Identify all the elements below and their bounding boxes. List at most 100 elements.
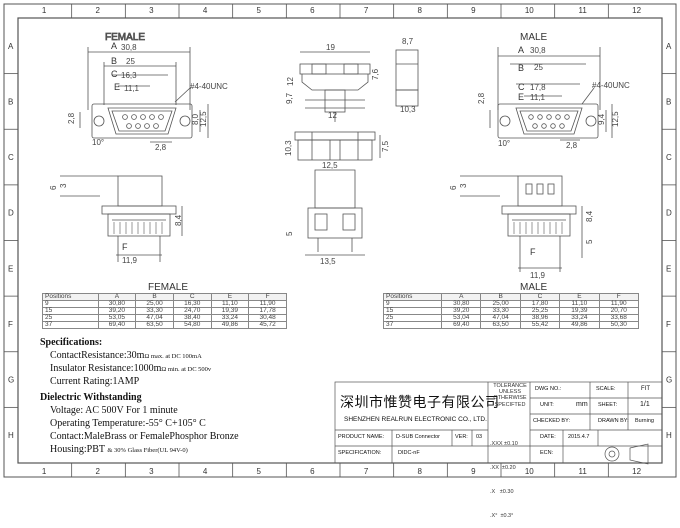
date-value: 2015.4.7 <box>568 434 590 440</box>
dim-10-3: 10,3 <box>400 105 416 114</box>
dim-b-label: B <box>111 56 117 66</box>
male-dim-3: 3 <box>459 183 468 188</box>
male-dim-5: 5 <box>585 239 594 244</box>
dim-b-value: 25 <box>126 57 135 66</box>
bottom-col-label: 5 <box>257 467 262 476</box>
dim-13-5: 13,5 <box>320 257 336 266</box>
dim-c-label: C <box>111 69 118 79</box>
table-cell: 45,72 <box>248 321 287 329</box>
top-col-label: 9 <box>471 6 476 15</box>
right-row-label: G <box>666 376 672 385</box>
dim-12: 12 <box>286 77 295 86</box>
right-row-label: A <box>666 42 672 51</box>
left-row-label: E <box>8 264 13 273</box>
top-col-label: 6 <box>310 6 315 15</box>
male-dim-e-value: 11,1 <box>530 93 546 102</box>
male-dim-2-8: 2,8 <box>477 92 486 104</box>
ver-label: VER: <box>455 434 468 440</box>
top-col-label: 10 <box>525 6 534 15</box>
tolerance-note: TOLERANCE UNLESS OTHERWISE SPECIFTED <box>493 383 527 408</box>
dim-19: 19 <box>326 43 335 52</box>
top-col-label: 8 <box>418 6 423 15</box>
male-dim-f-label: F <box>530 247 536 257</box>
dim-7-6: 7,6 <box>371 68 380 80</box>
dim-angle: 10° <box>92 138 104 147</box>
male-dim-2-8-b: 2,8 <box>566 141 578 150</box>
male-dim-c-label: C <box>518 82 525 92</box>
ver-value: 03 <box>476 434 483 440</box>
bottom-col-label: 3 <box>149 467 154 476</box>
top-col-label: 2 <box>96 6 101 15</box>
spec-contact-resistance: ContactResistance:30mΩ max. at DC 100mA <box>50 350 202 361</box>
dim-9-7: 9,7 <box>285 92 294 104</box>
top-col-label: 3 <box>149 6 154 15</box>
company-name-cn: 深圳市惟赞电子有限公司 <box>340 395 500 411</box>
unit-value: mm <box>576 401 588 408</box>
dim-10-3-b: 10,3 <box>284 140 293 156</box>
spec-title: Specifications: <box>40 337 103 348</box>
dwg-no-label: DWG NO.: <box>535 386 562 392</box>
sheet-value: 1/1 <box>640 401 650 408</box>
spec-temperature: Operating Temperature:-55° C+105° C <box>50 418 206 429</box>
left-row-label: A <box>8 42 14 51</box>
male-dim-angle: 10° <box>498 139 510 148</box>
left-row-label: H <box>8 431 14 440</box>
table-cell: 69,40 <box>441 321 482 329</box>
table-cell: Positions <box>382 293 443 301</box>
product-name-label: PRODUCT NAME: <box>338 434 385 440</box>
male-dim-e-label: E <box>518 92 524 102</box>
right-row-label: F <box>666 320 671 329</box>
bottom-col-label: 9 <box>471 467 476 476</box>
right-row-label: C <box>666 153 672 162</box>
male-dim-b-label: B <box>518 63 524 73</box>
tolerance-values: .XXX ±0.10 .XX ±0.20 .X ±0.30 .X° ±0.3° <box>490 441 518 519</box>
spec-housing: Housing:PBT & 30% Glass Fiber(UL 94V-0) <box>50 444 188 455</box>
table-cell: 49,86 <box>559 321 600 329</box>
dim-5: 5 <box>285 231 294 236</box>
spec-contact-material: Contact:MaleBrass or FemalePhosphor Bron… <box>50 431 239 442</box>
left-row-label: C <box>8 153 14 162</box>
right-row-label: E <box>666 264 671 273</box>
bottom-col-label: 1 <box>42 467 47 476</box>
thread-note: #4-40UNC <box>190 82 228 91</box>
male-side-view <box>460 175 583 272</box>
dim-11-9: 11,9 <box>122 256 138 265</box>
male-dim-c-value: 17,8 <box>530 83 546 92</box>
scale-value: FIT <box>641 386 650 392</box>
top-col-label: 12 <box>632 6 641 15</box>
dim-12-5: 12,5 <box>199 111 208 127</box>
dim-a-value: 30,8 <box>121 43 137 52</box>
female-table-title: FEMALE <box>148 282 188 293</box>
table-cell: 69,40 <box>97 321 137 329</box>
female-front-view: FEMALE <box>79 32 209 143</box>
sheet-label: SHEET: <box>598 402 618 408</box>
right-row-label: D <box>666 209 672 218</box>
bottom-col-label: 6 <box>310 467 315 476</box>
male-dim-8-4: 8,4 <box>585 210 594 222</box>
dim-2-8: 2,8 <box>67 112 76 124</box>
table-cell: 49,86 <box>210 321 250 329</box>
dim-12-b: 12 <box>328 111 337 120</box>
male-thread-note: #4-40UNC <box>592 81 630 90</box>
spec-current: Current Rating:1AMP <box>50 376 140 387</box>
bottom-col-label: 2 <box>96 467 101 476</box>
frame-ticks <box>4 4 676 477</box>
table-cell: 55,42 <box>519 321 561 329</box>
table-cell: Positions <box>42 293 99 301</box>
dim-8-0: 8,0 <box>191 113 200 125</box>
top-col-label: 7 <box>364 6 369 15</box>
bottom-col-label: 8 <box>418 467 423 476</box>
top-col-label: 1 <box>42 6 47 15</box>
table-cell: 54,80 <box>172 321 212 329</box>
ecn-label: ECN: <box>540 450 554 456</box>
dim-3: 3 <box>59 183 68 188</box>
dim-8-4: 8,4 <box>174 214 183 226</box>
